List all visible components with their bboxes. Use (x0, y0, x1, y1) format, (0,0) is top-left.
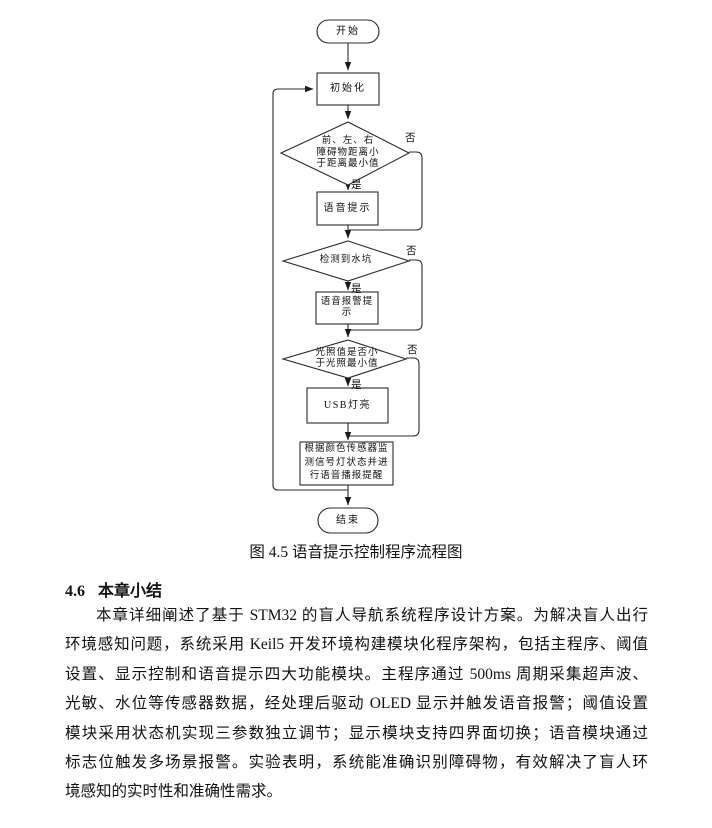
voice-prompt-node-label: 语音提示 (323, 202, 372, 214)
check-puddle-node-label: 检测到水坑 (319, 255, 373, 266)
usb-light-process-shape (306, 387, 389, 424)
yes-branch-2-label: 是 (351, 284, 362, 295)
check-distance-node-label: 前、左、右 障碍物距离小 于距离最小值 (316, 136, 380, 170)
paragraph-line: 境感知的实时性和准确性需求。 (65, 783, 283, 801)
color-announce-process-shape (299, 441, 394, 486)
paragraph-line: 光敏、水位等传感器数据，经处理后驱动 OLED 显示并触发语音报警；阈值设置 (65, 695, 648, 713)
summary-paragraph: 本章详细阐述了基于 STM32 的盲人导航系统程序设计方案。为解决盲人出行 环境… (65, 601, 648, 807)
check-puddle-decision-shape (281, 240, 411, 282)
section-number: 4.6 (65, 583, 85, 600)
check-light-node-label: 光照值是否小 于光照最小值 (315, 347, 379, 370)
section-heading: 4.6 本章小结 (65, 577, 648, 601)
no-branch-2-connector (349, 259, 423, 331)
usb-light-node-label: USB灯亮 (324, 399, 371, 411)
end-terminator-shape (317, 507, 379, 534)
section-title: 本章小结 (98, 583, 163, 600)
init-process-shape (316, 72, 380, 106)
flowchart-canvas (272, 19, 423, 534)
no-branch-1-connector (349, 151, 423, 231)
start-node-label: 开始 (336, 25, 360, 37)
init-node-label: 初始化 (330, 83, 366, 94)
paragraph-line: 本章详细阐述了基于 STM32 的盲人导航系统程序设计方案。为解决盲人出行 (96, 607, 648, 624)
check-light-decision-shape (281, 339, 408, 379)
voice-prompt-process-shape (316, 191, 379, 226)
color-announce-node-label: 根据颜色传感器监 测信号灯状态并进 行语音播报提醒 (304, 444, 389, 482)
no-branch-2-label: 否 (406, 246, 417, 257)
paragraph-line: 模块采用状态机实现三参数独立调节；显示模块支持四界面切换；语音模块通过 (65, 724, 648, 742)
check-distance-decision-shape (279, 121, 411, 186)
figure-caption: 图 4.5 语音提示控制程序流程图 (249, 544, 463, 561)
no-branch-3-connector (349, 357, 420, 437)
yes-branch-1-label: 是 (351, 180, 362, 191)
end-node-label: 结束 (336, 514, 360, 526)
loop-back-connector (272, 85, 348, 491)
paragraph-line: 设置、显示控制和语音提示四大功能模块。主程序通过 500ms 周期采集超声波、 (65, 665, 648, 683)
paragraph-line: 标志位触发多场景报警。实验表明，系统能准确识别障碍物，有效解决了盲人环 (65, 754, 648, 772)
voice-alarm-node-label: 语音报警提 示 (320, 296, 374, 319)
voice-alarm-process-shape (315, 291, 379, 325)
start-terminator-shape (316, 19, 380, 44)
paragraph-line: 环境感知问题，系统采用 Keil5 开发环境构建模块化程序架构，包括主程序、阈值 (65, 636, 648, 654)
no-branch-1-label: 否 (405, 133, 416, 144)
yes-branch-3-label: 是 (351, 380, 362, 391)
no-branch-3-label: 否 (407, 345, 418, 356)
